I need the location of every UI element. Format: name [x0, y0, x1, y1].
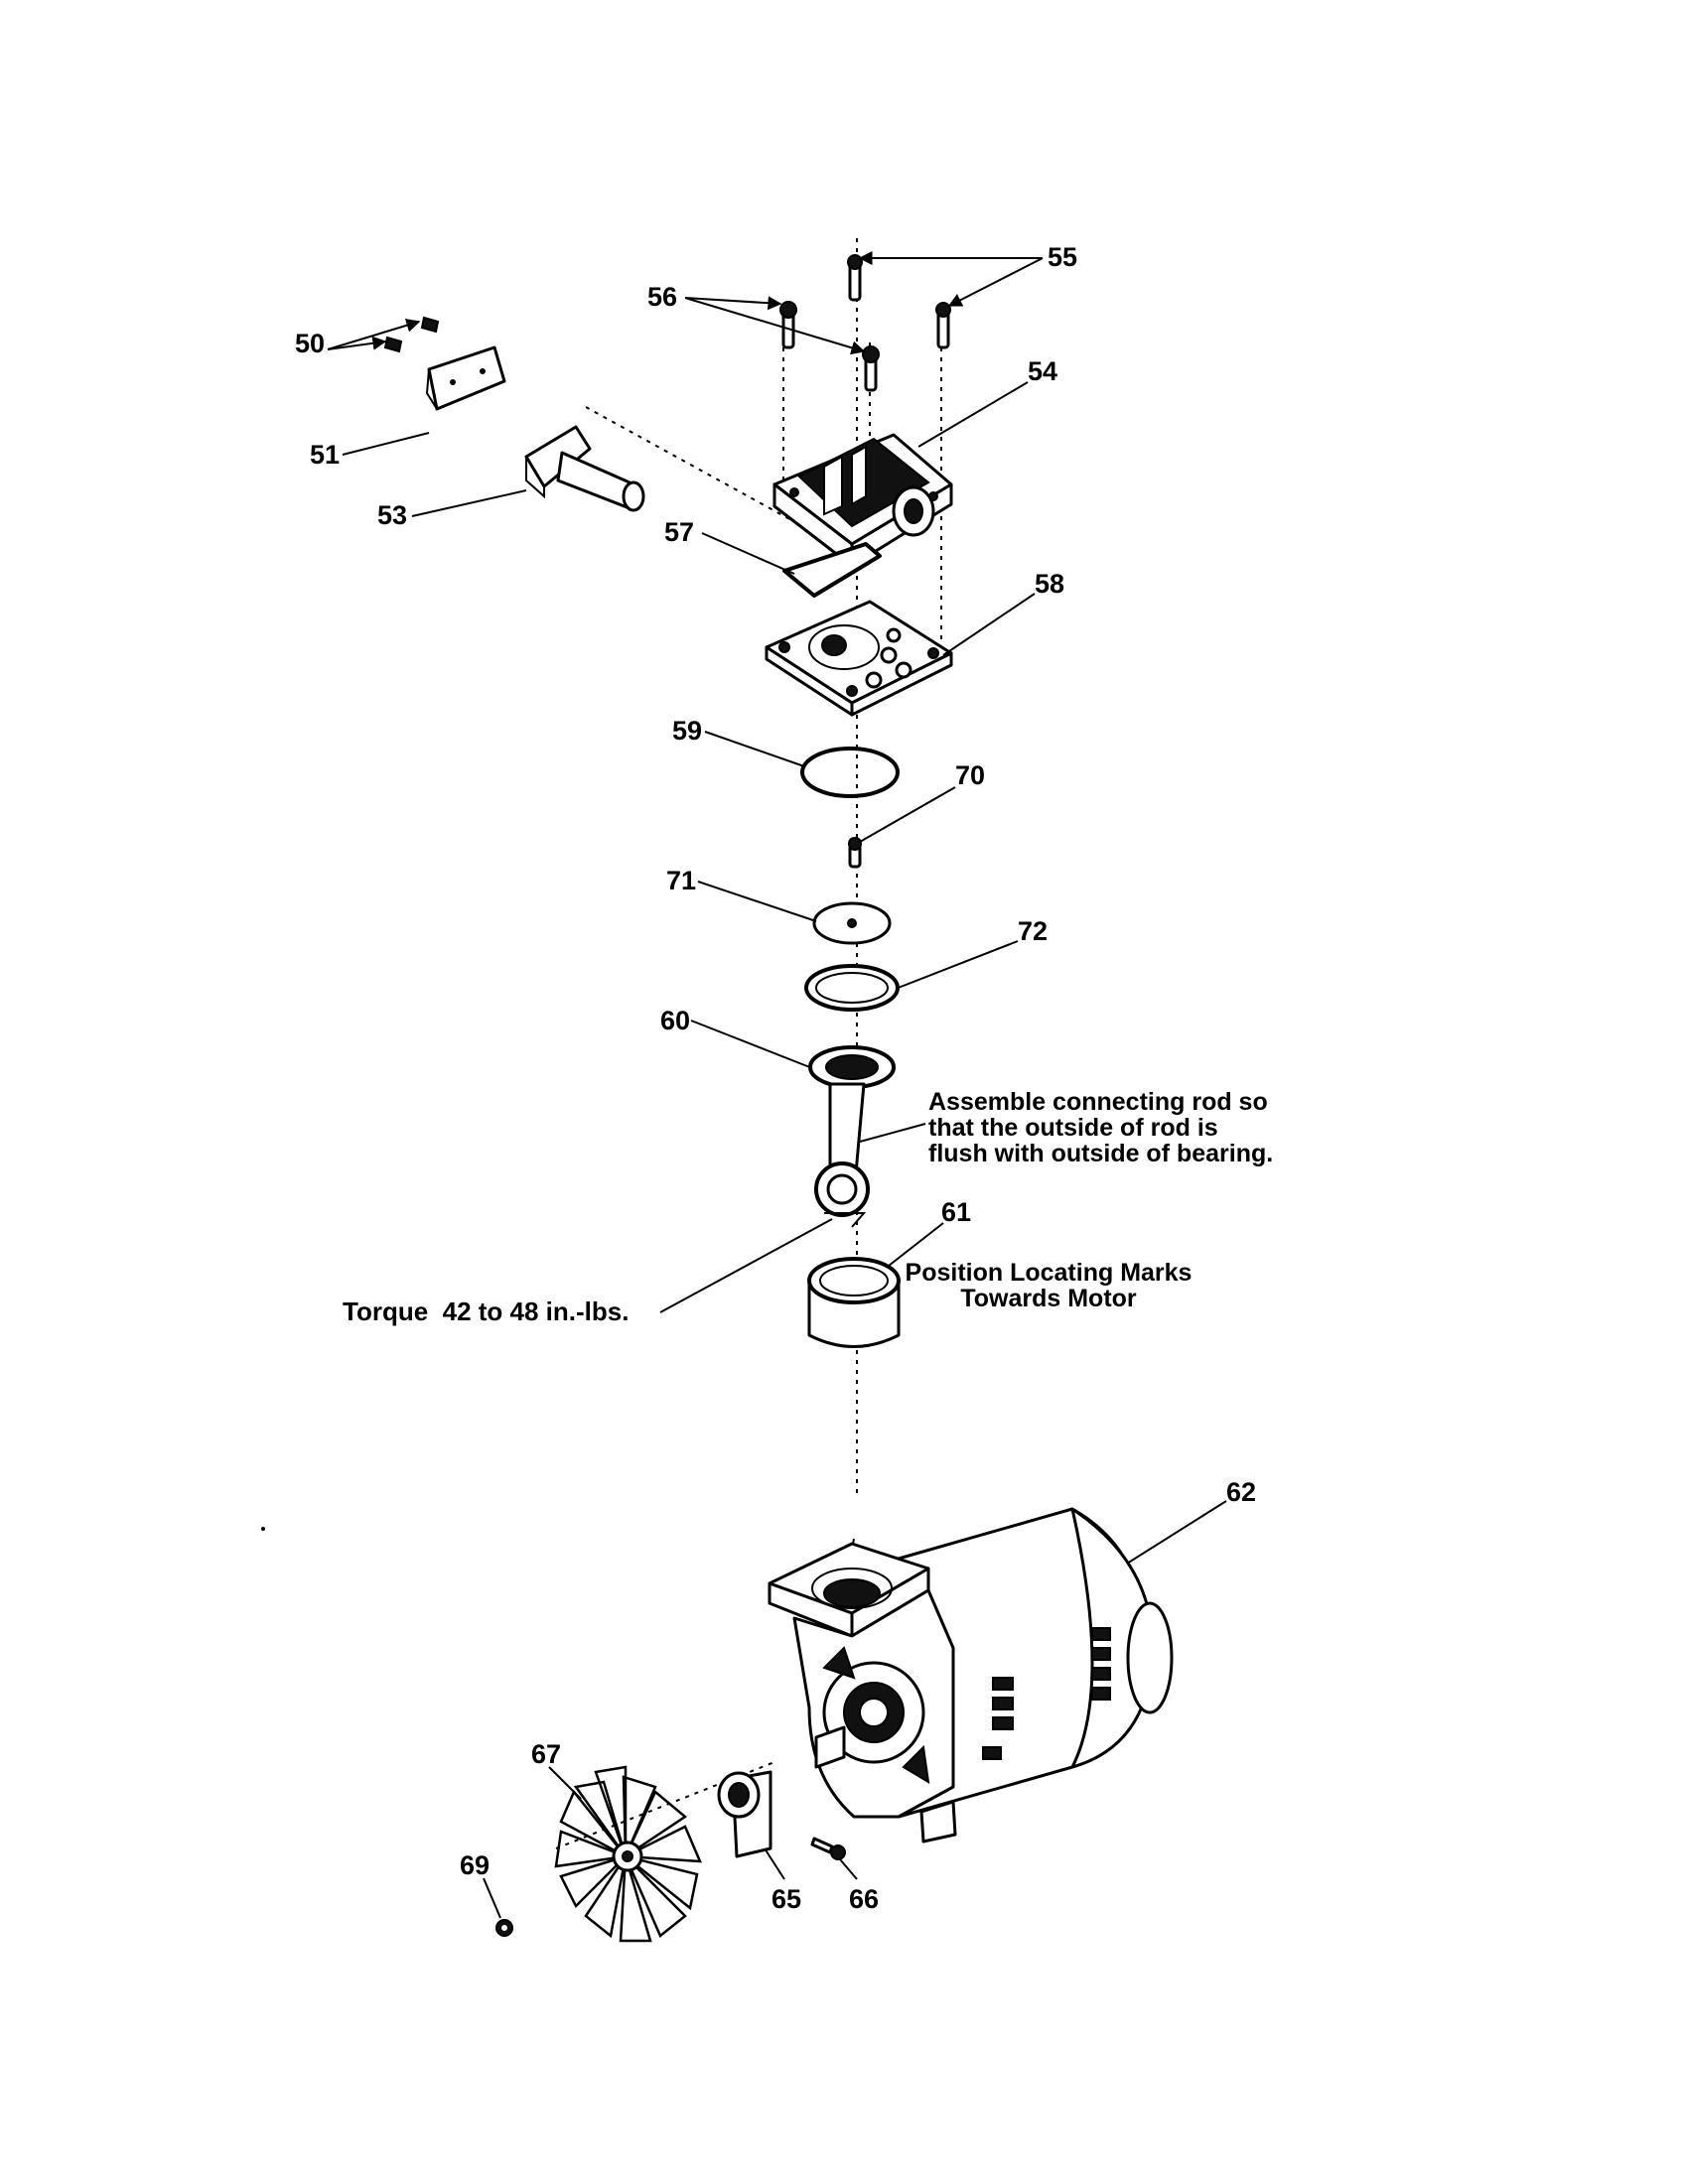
nut-69: [495, 1919, 513, 1937]
callout-60: 60: [660, 1006, 690, 1035]
fan-67: [554, 1765, 702, 1943]
note-marks-line1: Position Locating Marks: [906, 1259, 1193, 1287]
outlet-manifold-53: [524, 425, 645, 512]
callout-62: 62: [1226, 1477, 1256, 1507]
callout-69: 69: [460, 1850, 490, 1880]
o-ring-59: [800, 747, 900, 798]
seal-72: [804, 964, 900, 1012]
note-torque: Torque 42 to 48 in.-lbs.: [343, 1297, 629, 1326]
assembly-notes: Assemble connecting rod so that the outs…: [343, 1088, 1273, 1326]
note-rod-line1: Assemble connecting rod so: [928, 1088, 1268, 1116]
note-rod-line3: flush with outside of bearing.: [928, 1140, 1273, 1167]
callout-55: 55: [1048, 242, 1077, 272]
callout-65: 65: [772, 1884, 801, 1914]
bolts-55-56: [779, 254, 951, 392]
stray-dot: [261, 1527, 265, 1531]
motor-crankcase-62: [768, 1507, 1174, 1843]
cover-plate-51: [425, 345, 506, 411]
callout-51: 51: [310, 440, 340, 470]
screw-66: [810, 1837, 846, 1860]
sleeve-61: [807, 1257, 901, 1348]
callout-67: 67: [531, 1739, 561, 1769]
gasket-57: [782, 542, 882, 598]
leader-lines: [327, 251, 1227, 1919]
screw-50: [383, 316, 440, 353]
callout-labels: 50 51 53 54 55 56 57 58 59 60 61 62 65 6…: [295, 242, 1256, 1914]
callout-59: 59: [672, 716, 702, 746]
callout-72: 72: [1018, 916, 1048, 946]
callout-70: 70: [955, 760, 985, 790]
callout-58: 58: [1035, 569, 1064, 599]
callout-66: 66: [849, 1884, 879, 1914]
callout-56: 56: [647, 282, 677, 312]
callout-61: 61: [941, 1197, 971, 1227]
note-rod-line2: that the outside of rod is: [928, 1114, 1218, 1142]
valve-plate-58: [765, 600, 953, 717]
callout-57: 57: [664, 517, 694, 547]
callout-50: 50: [295, 329, 325, 358]
callout-53: 53: [377, 500, 407, 530]
retainer-71: [812, 901, 892, 945]
cylinder-head-54: [772, 433, 953, 568]
callout-54: 54: [1028, 356, 1057, 386]
connecting-rod-60: [808, 1045, 896, 1228]
note-marks-line2: Towards Motor: [960, 1285, 1137, 1312]
eccentric-65: [717, 1770, 772, 1858]
screw-70: [848, 837, 862, 869]
callout-71: 71: [666, 866, 696, 895]
